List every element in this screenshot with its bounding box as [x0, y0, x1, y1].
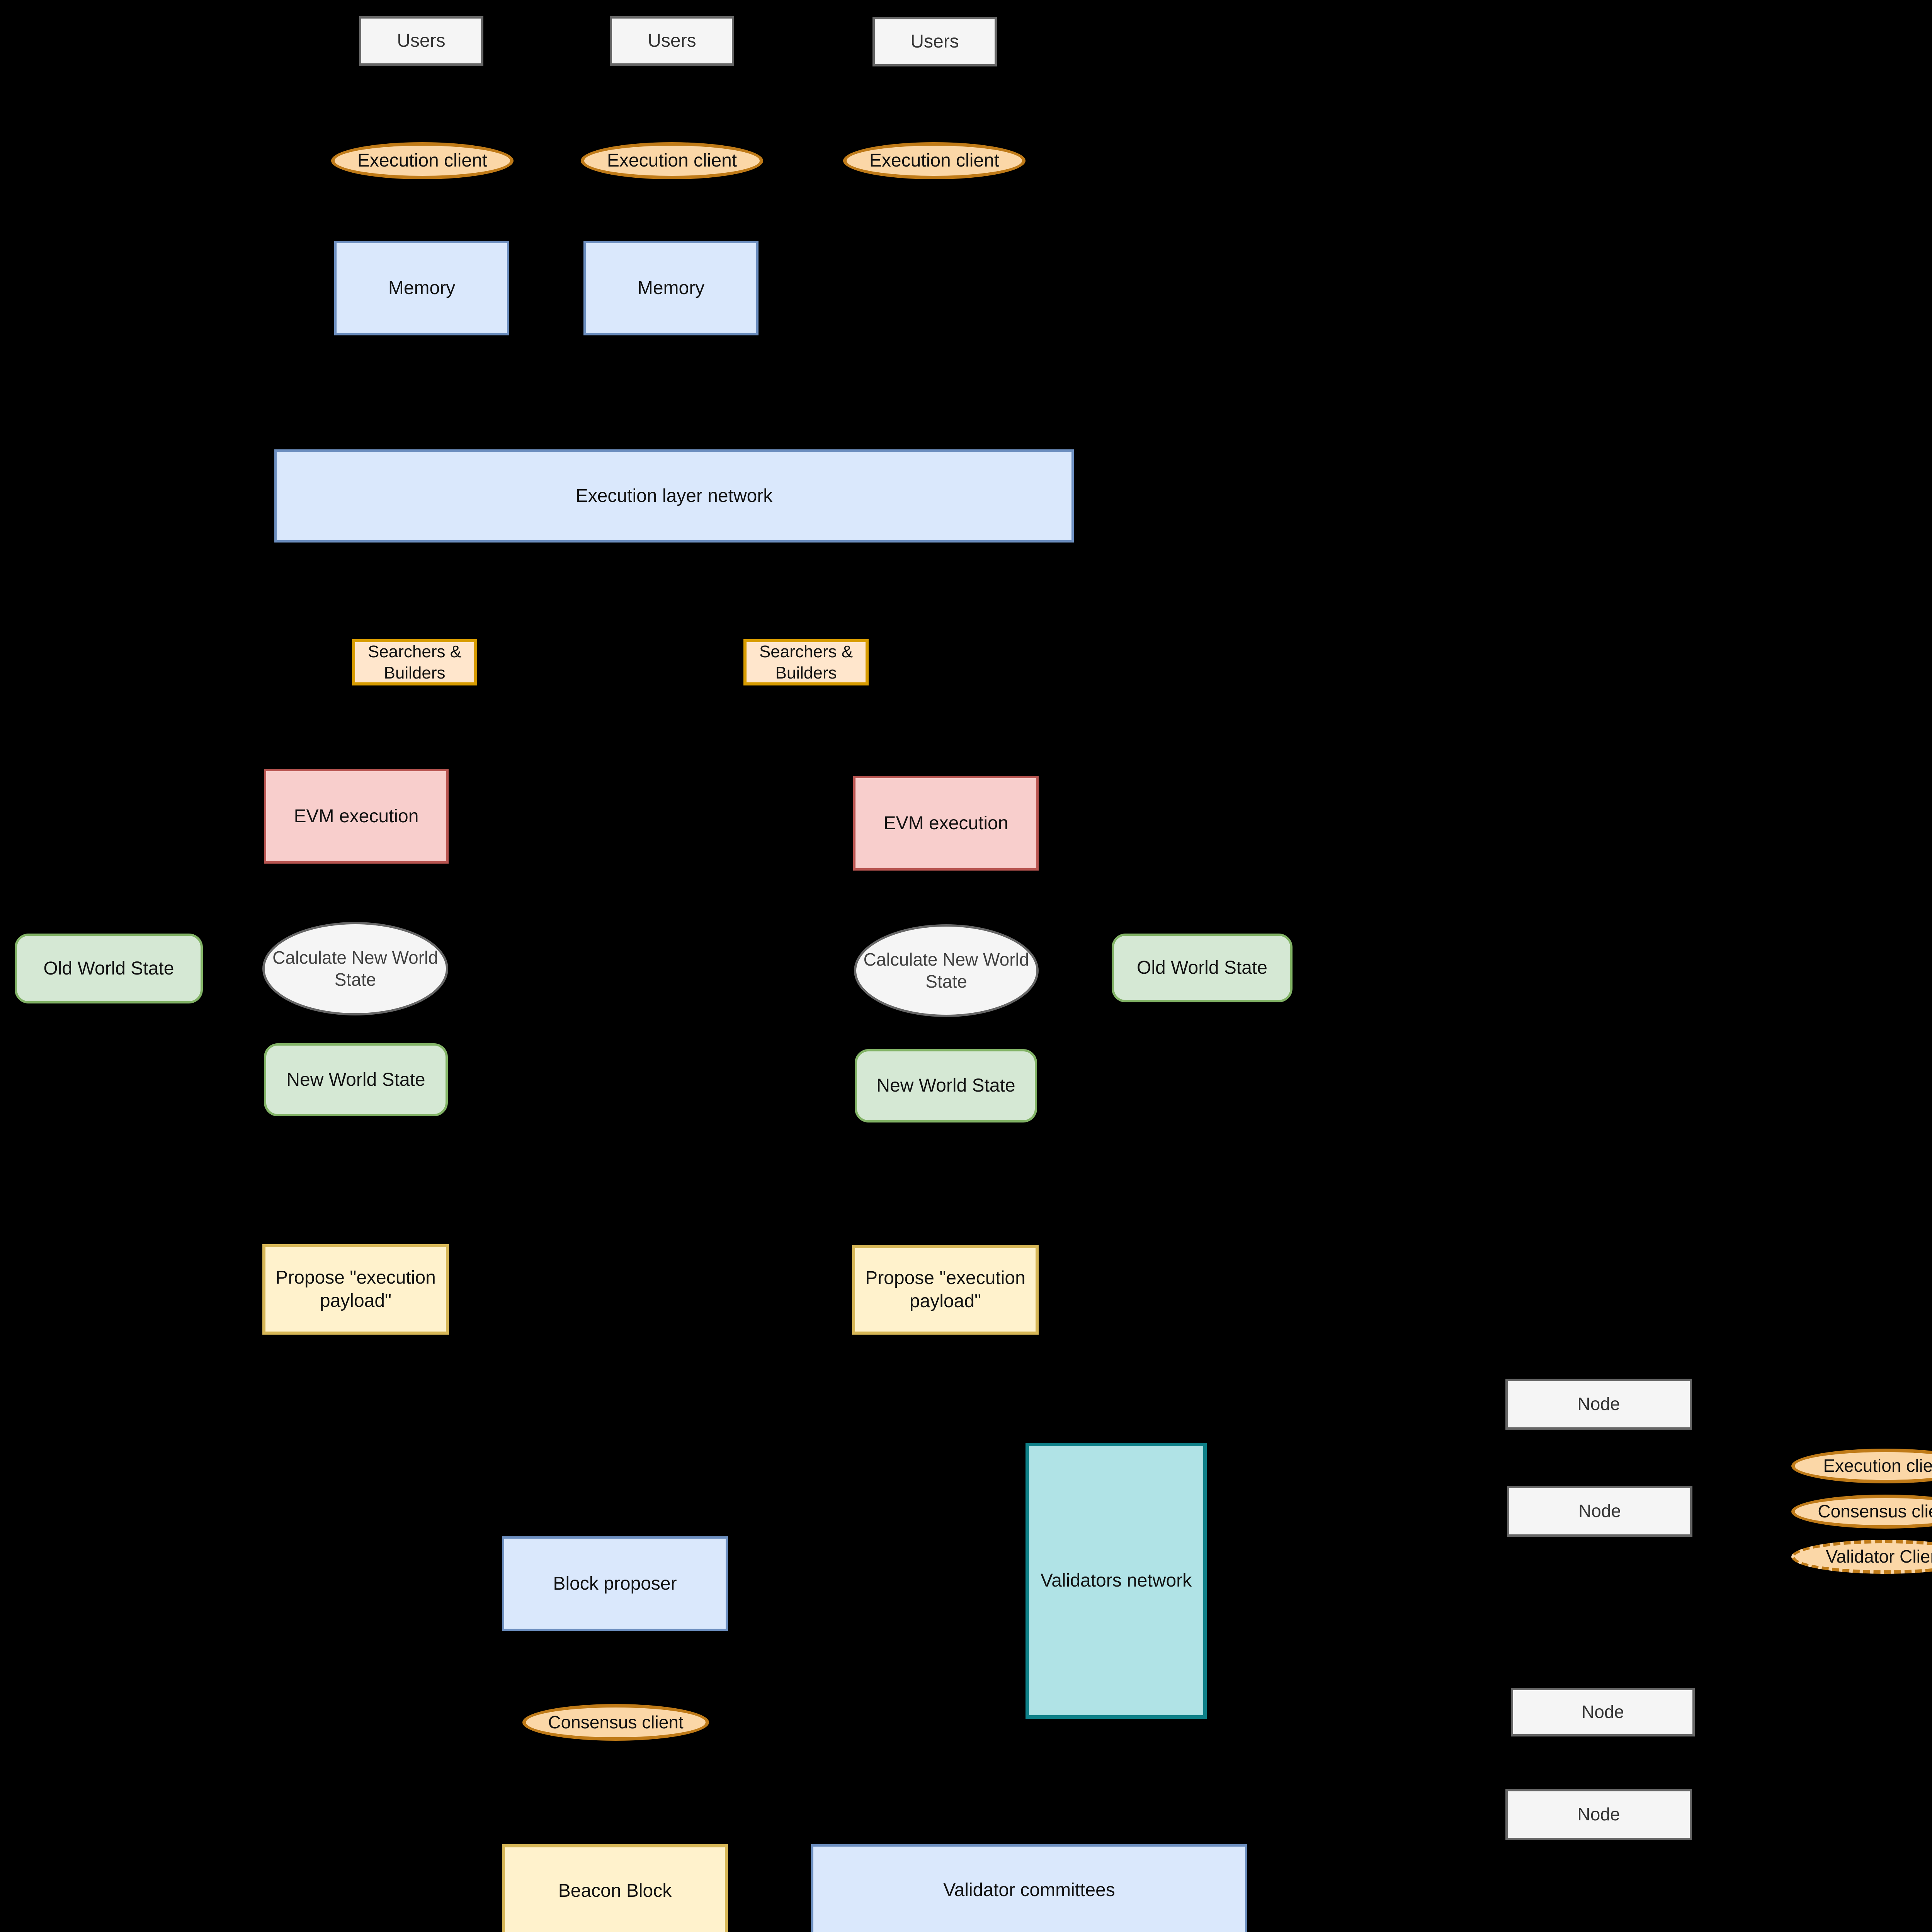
validator-committees-box: Validator committees	[811, 1844, 1247, 1932]
node-label: New World State	[876, 1075, 1015, 1096]
execution-client-ellipse-3: Execution client	[843, 142, 1026, 179]
memory-box-1: Memory	[334, 241, 509, 335]
validators-network-box: Validators network	[1026, 1443, 1207, 1719]
calculate-new-world-state-ellipse-1: Calculate New World State	[262, 922, 448, 1015]
calculate-new-world-state-ellipse-2: Calculate New World State	[854, 924, 1039, 1017]
old-world-state-box-2: Old World State	[1112, 934, 1293, 1002]
new-world-state-box-2: New World State	[855, 1049, 1037, 1122]
evm-execution-box-2: EVM execution	[853, 776, 1039, 871]
node-label: Consensus client	[548, 1712, 684, 1732]
node-label: Memory	[388, 277, 456, 298]
execution-layer-network-box: Execution layer network	[274, 449, 1074, 543]
node-label: Validator committees	[943, 1880, 1115, 1900]
node-label: Validator Client	[1826, 1546, 1932, 1567]
consensus-client-ellipse: Consensus client	[522, 1704, 709, 1741]
node-label: Users	[648, 31, 696, 51]
users-box-3: Users	[872, 17, 997, 66]
node-label: Node	[1578, 1501, 1621, 1521]
node-execution-client-ellipse: Execution client	[1791, 1449, 1932, 1483]
block-proposer-box: Block proposer	[502, 1536, 728, 1631]
node-label: Node	[1577, 1804, 1620, 1825]
node-box-2: Node	[1507, 1486, 1692, 1537]
beacon-block-box: Beacon Block	[502, 1844, 728, 1932]
node-label: Execution client	[1823, 1456, 1932, 1476]
node-label: Execution client	[607, 150, 737, 171]
node-label: Users	[397, 31, 446, 51]
node-label: EVM execution	[883, 813, 1009, 833]
execution-client-ellipse-2: Execution client	[581, 142, 763, 179]
node-label: Propose "execution payload"	[276, 1267, 436, 1311]
node-label: EVM execution	[294, 806, 419, 827]
memory-box-2: Memory	[583, 241, 759, 335]
node-label: Execution client	[357, 150, 488, 171]
node-label: Beacon Block	[558, 1881, 672, 1901]
node-label: Node	[1582, 1702, 1624, 1722]
users-box-1: Users	[359, 16, 483, 66]
node-label: Propose "execution payload"	[865, 1268, 1026, 1311]
searchers-builders-box-1: Searchers & Builders	[352, 639, 477, 685]
node-box-3: Node	[1511, 1688, 1695, 1736]
evm-execution-box-1: EVM execution	[264, 769, 449, 864]
node-label: Calculate New World State	[863, 949, 1029, 992]
node-consensus-client-ellipse: Consensus client	[1791, 1495, 1932, 1529]
node-label: Validators network	[1040, 1570, 1192, 1591]
node-label: Consensus client	[1818, 1501, 1932, 1522]
node-label: Old World State	[1137, 957, 1267, 978]
node-label: Users	[910, 31, 959, 52]
propose-execution-payload-box-1: Propose "execution payload"	[262, 1244, 449, 1335]
node-box-4: Node	[1505, 1789, 1692, 1840]
new-world-state-box-1: New World State	[264, 1043, 448, 1116]
node-label: Execution client	[869, 150, 1000, 171]
users-box-2: Users	[610, 16, 734, 66]
node-label: Node	[1577, 1394, 1620, 1414]
searchers-builders-box-2: Searchers & Builders	[743, 639, 869, 685]
node-box-1: Node	[1505, 1379, 1692, 1430]
node-label: Block proposer	[553, 1573, 677, 1594]
old-world-state-box-1: Old World State	[15, 934, 203, 1003]
node-label: Old World State	[43, 958, 174, 979]
node-label: Searchers & Builders	[367, 642, 462, 682]
node-label: Searchers & Builders	[759, 642, 853, 682]
execution-client-ellipse-1: Execution client	[331, 142, 514, 179]
node-label: New World State	[286, 1069, 425, 1090]
node-label: Memory	[637, 277, 705, 298]
propose-execution-payload-box-2: Propose "execution payload"	[852, 1245, 1039, 1335]
node-label: Execution layer network	[575, 485, 773, 506]
node-validator-client-ellipse: Validator Client	[1791, 1540, 1932, 1574]
node-label: Calculate New World State	[272, 947, 438, 990]
